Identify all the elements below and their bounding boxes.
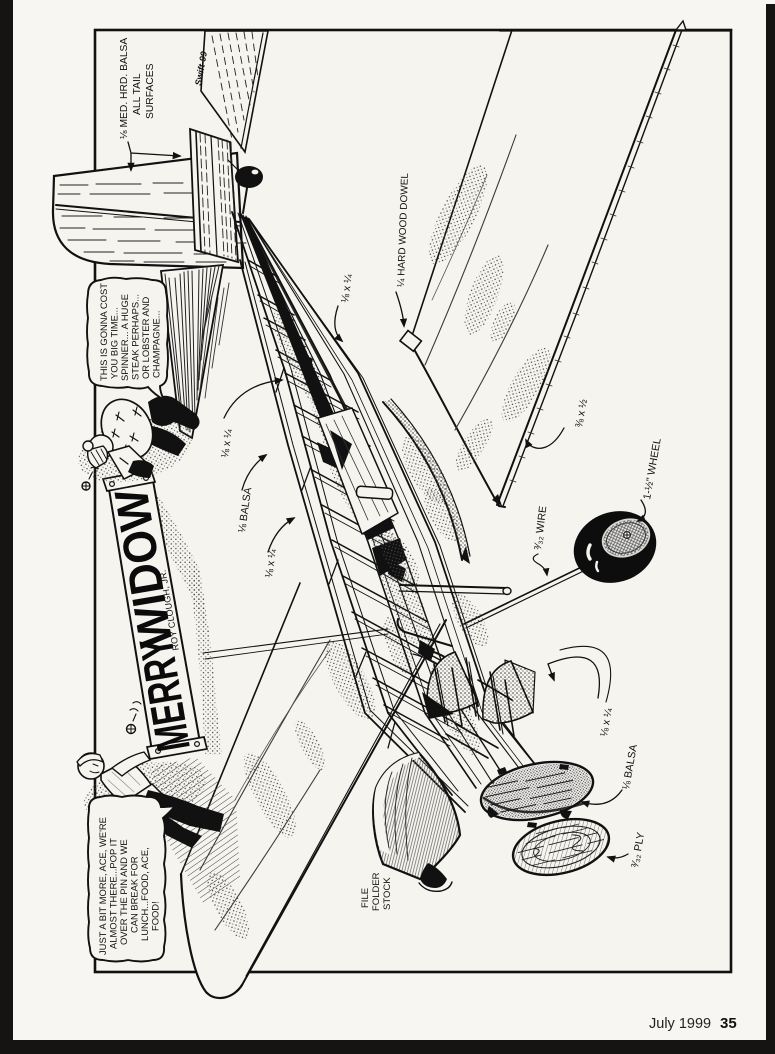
svg-text:¼ HARD WOOD DOWEL: ¼ HARD WOOD DOWEL bbox=[395, 172, 411, 287]
svg-text:FILE: FILE bbox=[360, 888, 371, 908]
svg-text:35: 35 bbox=[720, 1015, 737, 1032]
svg-text:⅛ x ¼: ⅛ x ¼ bbox=[263, 548, 279, 578]
svg-text:THIS IS GONNA COST: THIS IS GONNA COST bbox=[98, 283, 109, 381]
svg-text:⅛ x ¼: ⅛ x ¼ bbox=[339, 273, 355, 303]
svg-text:STEAK PERHAPS...: STEAK PERHAPS... bbox=[130, 294, 141, 380]
svg-text:LUNCH...FOOD, ACE,: LUNCH...FOOD, ACE, bbox=[139, 847, 150, 941]
svg-text:FOOD!: FOOD! bbox=[150, 901, 161, 931]
svg-text:JUST A BIT MORE, ACE, WE'RE: JUST A BIT MORE, ACE, WE'RE bbox=[97, 817, 108, 955]
svg-text:CAN BREAK FOR: CAN BREAK FOR bbox=[129, 856, 140, 933]
svg-text:OR LOBSTER AND: OR LOBSTER AND bbox=[140, 296, 151, 379]
svg-text:⅜ x ½: ⅜ x ½ bbox=[573, 398, 590, 428]
svg-text:CHAMPAGNE...: CHAMPAGNE... bbox=[151, 310, 162, 378]
svg-text:ALMOST THERE...POP IT: ALMOST THERE...POP IT bbox=[108, 838, 119, 949]
svg-text:STOCK: STOCK bbox=[382, 877, 393, 910]
svg-text:ALL TAIL: ALL TAIL bbox=[132, 73, 143, 115]
svg-text:⅛ x ¼: ⅛ x ¼ bbox=[219, 428, 235, 458]
svg-text:YOU BIG TIME...: YOU BIG TIME... bbox=[109, 307, 120, 379]
svg-text:⅛ x ¼: ⅛ x ¼ bbox=[598, 707, 615, 737]
svg-text:⅛ MED. HRD. BALSA: ⅛ MED. HRD. BALSA bbox=[119, 38, 130, 139]
svg-text:SPINNER... A HUGE: SPINNER... A HUGE bbox=[119, 294, 130, 381]
svg-text:SURFACES: SURFACES bbox=[145, 63, 156, 119]
svg-text:July 1999: July 1999 bbox=[649, 1016, 711, 1032]
svg-text:OVER THE PIN AND WE: OVER THE PIN AND WE bbox=[118, 839, 129, 945]
svg-text:FOLDER: FOLDER bbox=[371, 872, 382, 911]
svg-text:³⁄₃₂ WIRE: ³⁄₃₂ WIRE bbox=[532, 505, 549, 550]
